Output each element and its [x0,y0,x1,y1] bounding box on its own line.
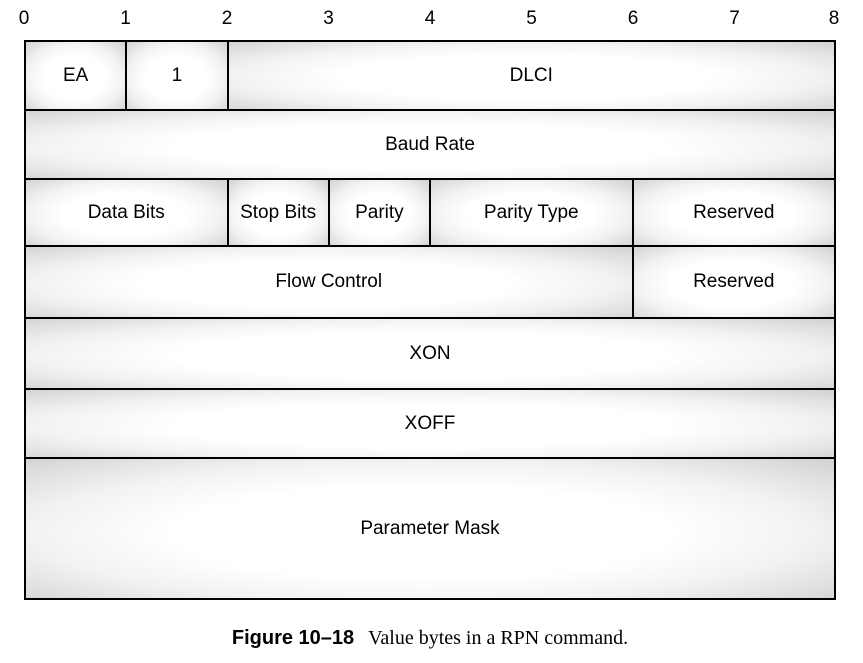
field-cell-reserved-2: Reserved [633,247,834,317]
ruler-tick-8: 8 [828,8,840,29]
field-cell-data-bits: Data Bits [26,180,227,245]
field-cell-reserved-1: Reserved [633,180,834,245]
field-cell-ea: EA [26,42,126,109]
field-cell-baud-rate: Baud Rate [26,111,834,178]
figure-number: Figure 10–18 [231,627,355,649]
field-cell-parity: Parity [329,180,429,245]
field-cell-parameter-mask: Parameter Mask [26,459,834,598]
ruler-tick-5: 5 [526,8,537,29]
field-cell-xon: XON [26,319,834,388]
rpn-value-bytes-diagram: EA 1 DLCI Baud Rate Data Bits Stop Bits … [24,40,836,600]
ruler-tick-0: 0 [18,8,30,29]
ruler-tick-4: 4 [424,8,436,29]
field-cell-dlci: DLCI [228,42,834,109]
field-cell-one: 1 [127,42,227,109]
field-cell-parity-type: Parity Type [431,180,632,245]
ruler-tick-2: 2 [221,8,233,29]
ruler-tick-3: 3 [323,8,334,29]
ruler-tick-1: 1 [120,8,131,29]
field-cell-flow-control: Flow Control [26,247,632,317]
bit-ruler: 0 1 2 3 4 5 6 7 8 [0,6,863,32]
field-cell-stop-bits: Stop Bits [228,180,328,245]
figure-title: Value bytes in a RPN command. [368,627,629,649]
field-cell-xoff: XOFF [26,390,834,457]
ruler-tick-6: 6 [627,8,639,29]
figure-caption: Figure 10–18 Value bytes in a RPN command… [24,627,836,650]
ruler-tick-7: 7 [729,8,740,29]
